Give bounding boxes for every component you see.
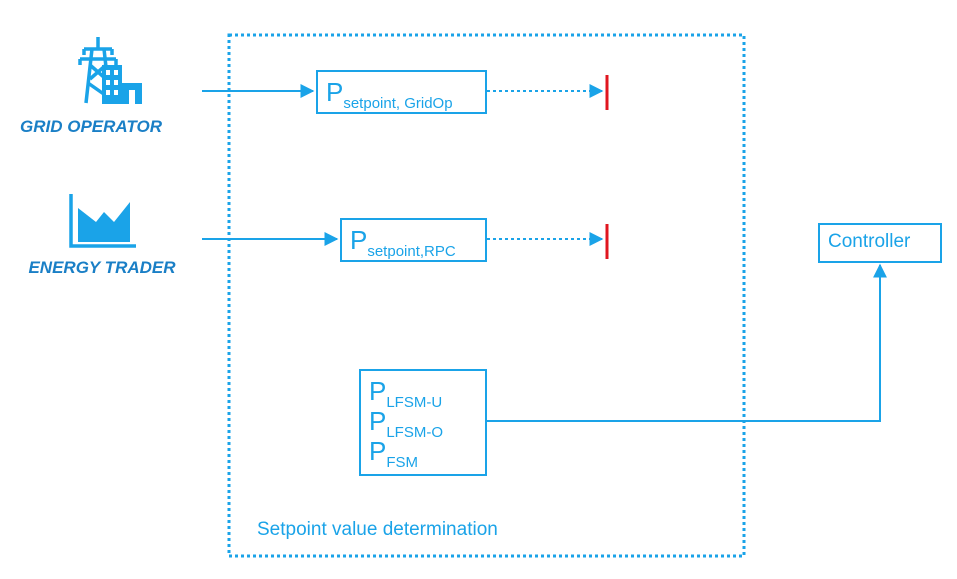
setpoint-fsm-symbol: PFSM [369,436,418,470]
setpoint-lfsm-u-p: P [369,376,387,406]
setpoint-fsm-subscript: FSM [386,454,419,471]
setpoint-rpc-symbol: Psetpoint,RPC [350,225,456,259]
setpoint-gridop-symbol: Psetpoint, GridOp [326,77,453,111]
setpoint-rpc-subscript: setpoint,RPC [367,243,456,260]
setpoint-fsm-p: P [369,436,387,466]
setpoint-rpc-p: P [350,225,368,255]
setpoint-lfsm-o-subscript: LFSM-O [386,424,444,441]
grid-operator-label: GRID OPERATOR [20,117,162,136]
setpoint-frame [227,33,746,558]
frame-label: Setpoint value determination [257,519,498,540]
energy-trader-label: ENERGY TRADER [28,258,176,277]
setpoint-gridop-box: Psetpoint, GridOp [316,70,487,114]
controller-label: Controller [828,231,911,252]
setpoint-lfsm-u-subscript: LFSM-U [386,394,443,411]
power-tower-city-icon [78,37,142,104]
frequency-setpoints-box: PLFSM-U PLFSM-O PFSM [359,369,487,476]
setpoint-rpc-box: Psetpoint,RPC [340,218,487,262]
setpoint-gridop-subscript: setpoint, GridOp [343,95,453,112]
controller-box: Controller [818,223,942,263]
setpoint-lfsm-u-symbol: PLFSM-U [369,376,442,410]
freq-to-controller-arrow [487,263,887,422]
setpoint-lfsm-o-symbol: PLFSM-O [369,406,443,440]
setpoint-lfsm-o-p: P [369,406,387,436]
industry-chart-icon [69,194,136,248]
setpoint-gridop-p: P [326,77,344,107]
